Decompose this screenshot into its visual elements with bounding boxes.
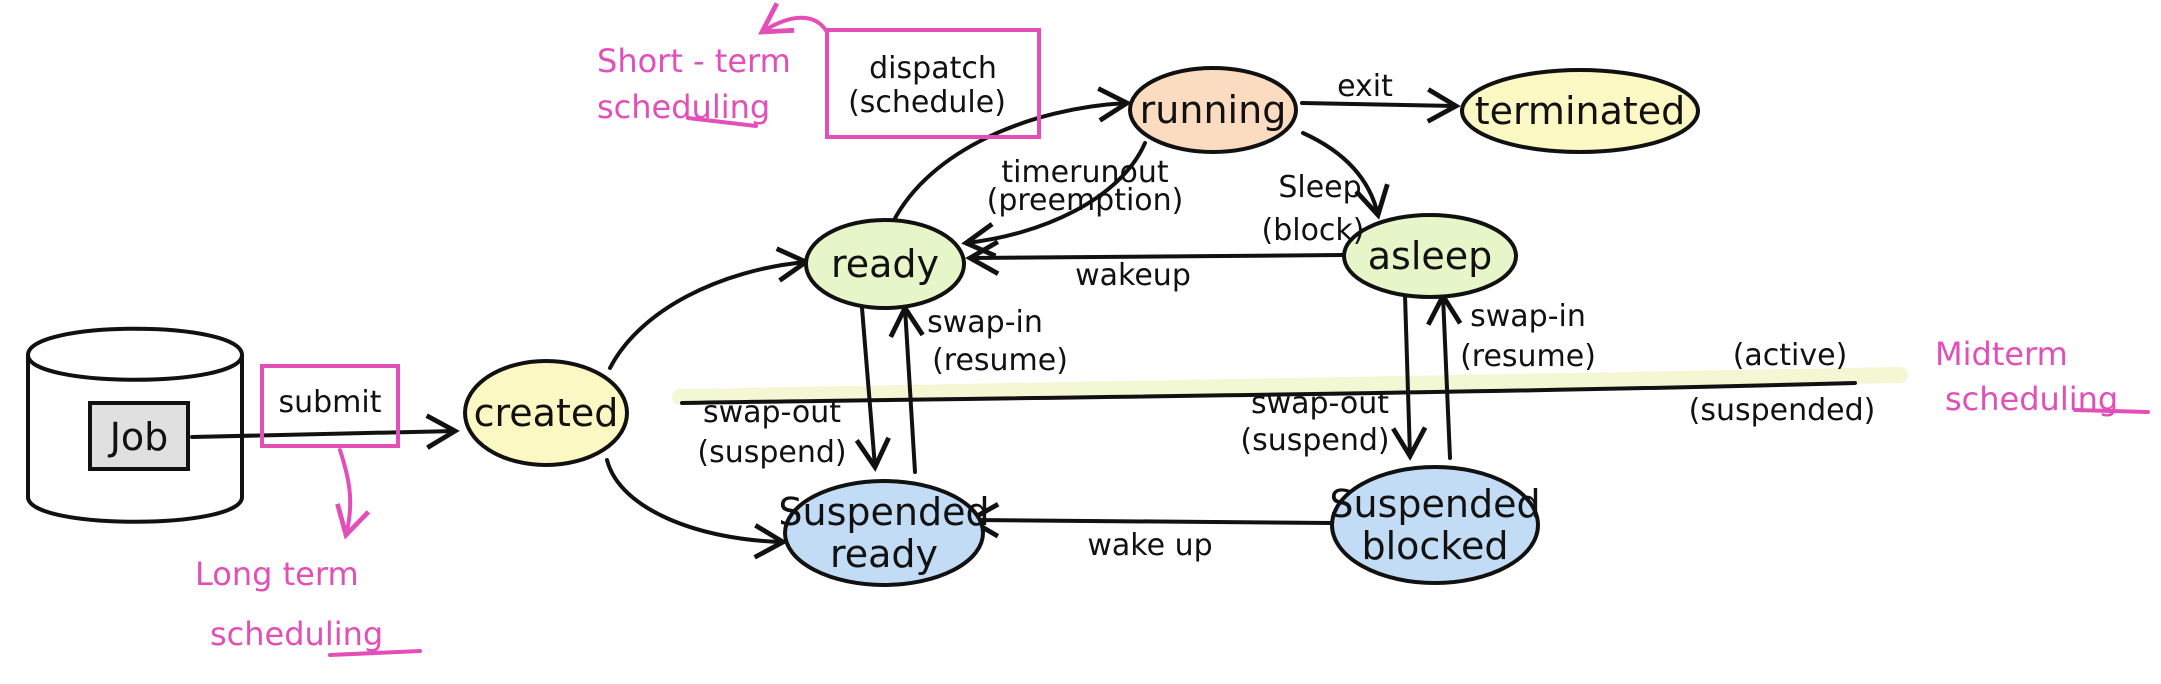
dispatch-highlight-box [825,28,1041,139]
state-asleep: asleep [1342,213,1518,299]
submit-arrow [190,413,460,450]
short-term-underline [686,116,758,128]
suspended-region-label: (suspended) [1689,393,1876,428]
midterm-annotation: Midterm [1935,335,2068,373]
state-suspended-blocked: Suspended blocked [1329,465,1541,585]
job-label: Job [108,415,169,459]
state-running-label: running [1140,88,1287,132]
swapout-left-label-2: (suspend) [697,435,846,470]
state-suspended-ready-label-2: ready [830,532,938,576]
long-term-underline [328,649,422,657]
exit-label: exit [1337,69,1393,104]
dispatch-label: dispatch [869,51,997,86]
midterm-underline [2073,408,2150,414]
state-suspended-blocked-label-2: blocked [1362,524,1509,568]
asleep-swapout-arrow [1391,293,1428,461]
swapin-left-label: swap-in [927,305,1043,340]
state-created-label: created [474,391,619,435]
asleep-swapin-arrow [1426,291,1463,460]
swapout-right-label: swap-out [1251,386,1389,421]
wakeup-bottom-arrow [965,502,1334,539]
wakeup-label: wakeup [1075,258,1191,293]
swapin-left-label-2: (resume) [932,343,1068,378]
wakeup-bottom-label: wake up [1087,528,1212,563]
state-suspended-ready: Suspended ready [778,479,990,587]
submit-label: submit [278,385,381,420]
state-ready: ready [804,218,966,310]
short-term-annotation-2: scheduling [597,88,770,126]
long-term-annotation: Long term [195,555,359,593]
state-terminated-label: terminated [1475,89,1686,133]
job-storage-cylinder [26,326,244,524]
timerunout-label-2: (preemption) [987,183,1184,218]
state-created: created [463,359,629,467]
active-region-label: (active) [1733,338,1848,373]
submit-highlight-box [260,364,400,448]
swapout-left-label: swap-out [703,395,841,430]
short-term-annotation: Short - term [597,42,791,80]
active-suspended-divider [680,381,1857,405]
created-to-ready-arrow [608,246,811,370]
swapin-right-label-2: (resume) [1460,339,1596,374]
state-suspended-ready-label-1: Suspended [778,490,989,534]
sleep-arrow [1301,131,1390,220]
long-term-pointer-arrow [335,448,371,540]
state-terminated: terminated [1460,68,1700,154]
state-suspended-blocked-label-1: Suspended [1329,482,1540,526]
sleep-label: Sleep [1278,170,1361,205]
wakeup-arrow [965,239,1344,276]
dispatch-label-2: (schedule) [848,85,1006,120]
state-asleep-label: asleep [1368,234,1493,278]
swapin-right-label: swap-in [1470,299,1586,334]
job-box [88,401,190,471]
sleep-label-2: (block) [1261,213,1364,248]
state-running: running [1128,66,1298,154]
created-to-suspended-ready-arrow [605,458,788,560]
active-suspended-highlight [672,367,1908,405]
ready-swapout-arrow [854,306,891,472]
timerunout-label: timerunout [1001,155,1169,190]
swapout-right-label-2: (suspend) [1240,423,1389,458]
short-term-pointer-arrow [757,2,829,35]
ready-swapin-arrow [888,303,925,474]
state-ready-label: ready [831,242,939,286]
timerunout-arrow [961,141,1147,259]
long-term-annotation-2: scheduling [210,615,383,653]
exit-arrow [1300,87,1461,124]
